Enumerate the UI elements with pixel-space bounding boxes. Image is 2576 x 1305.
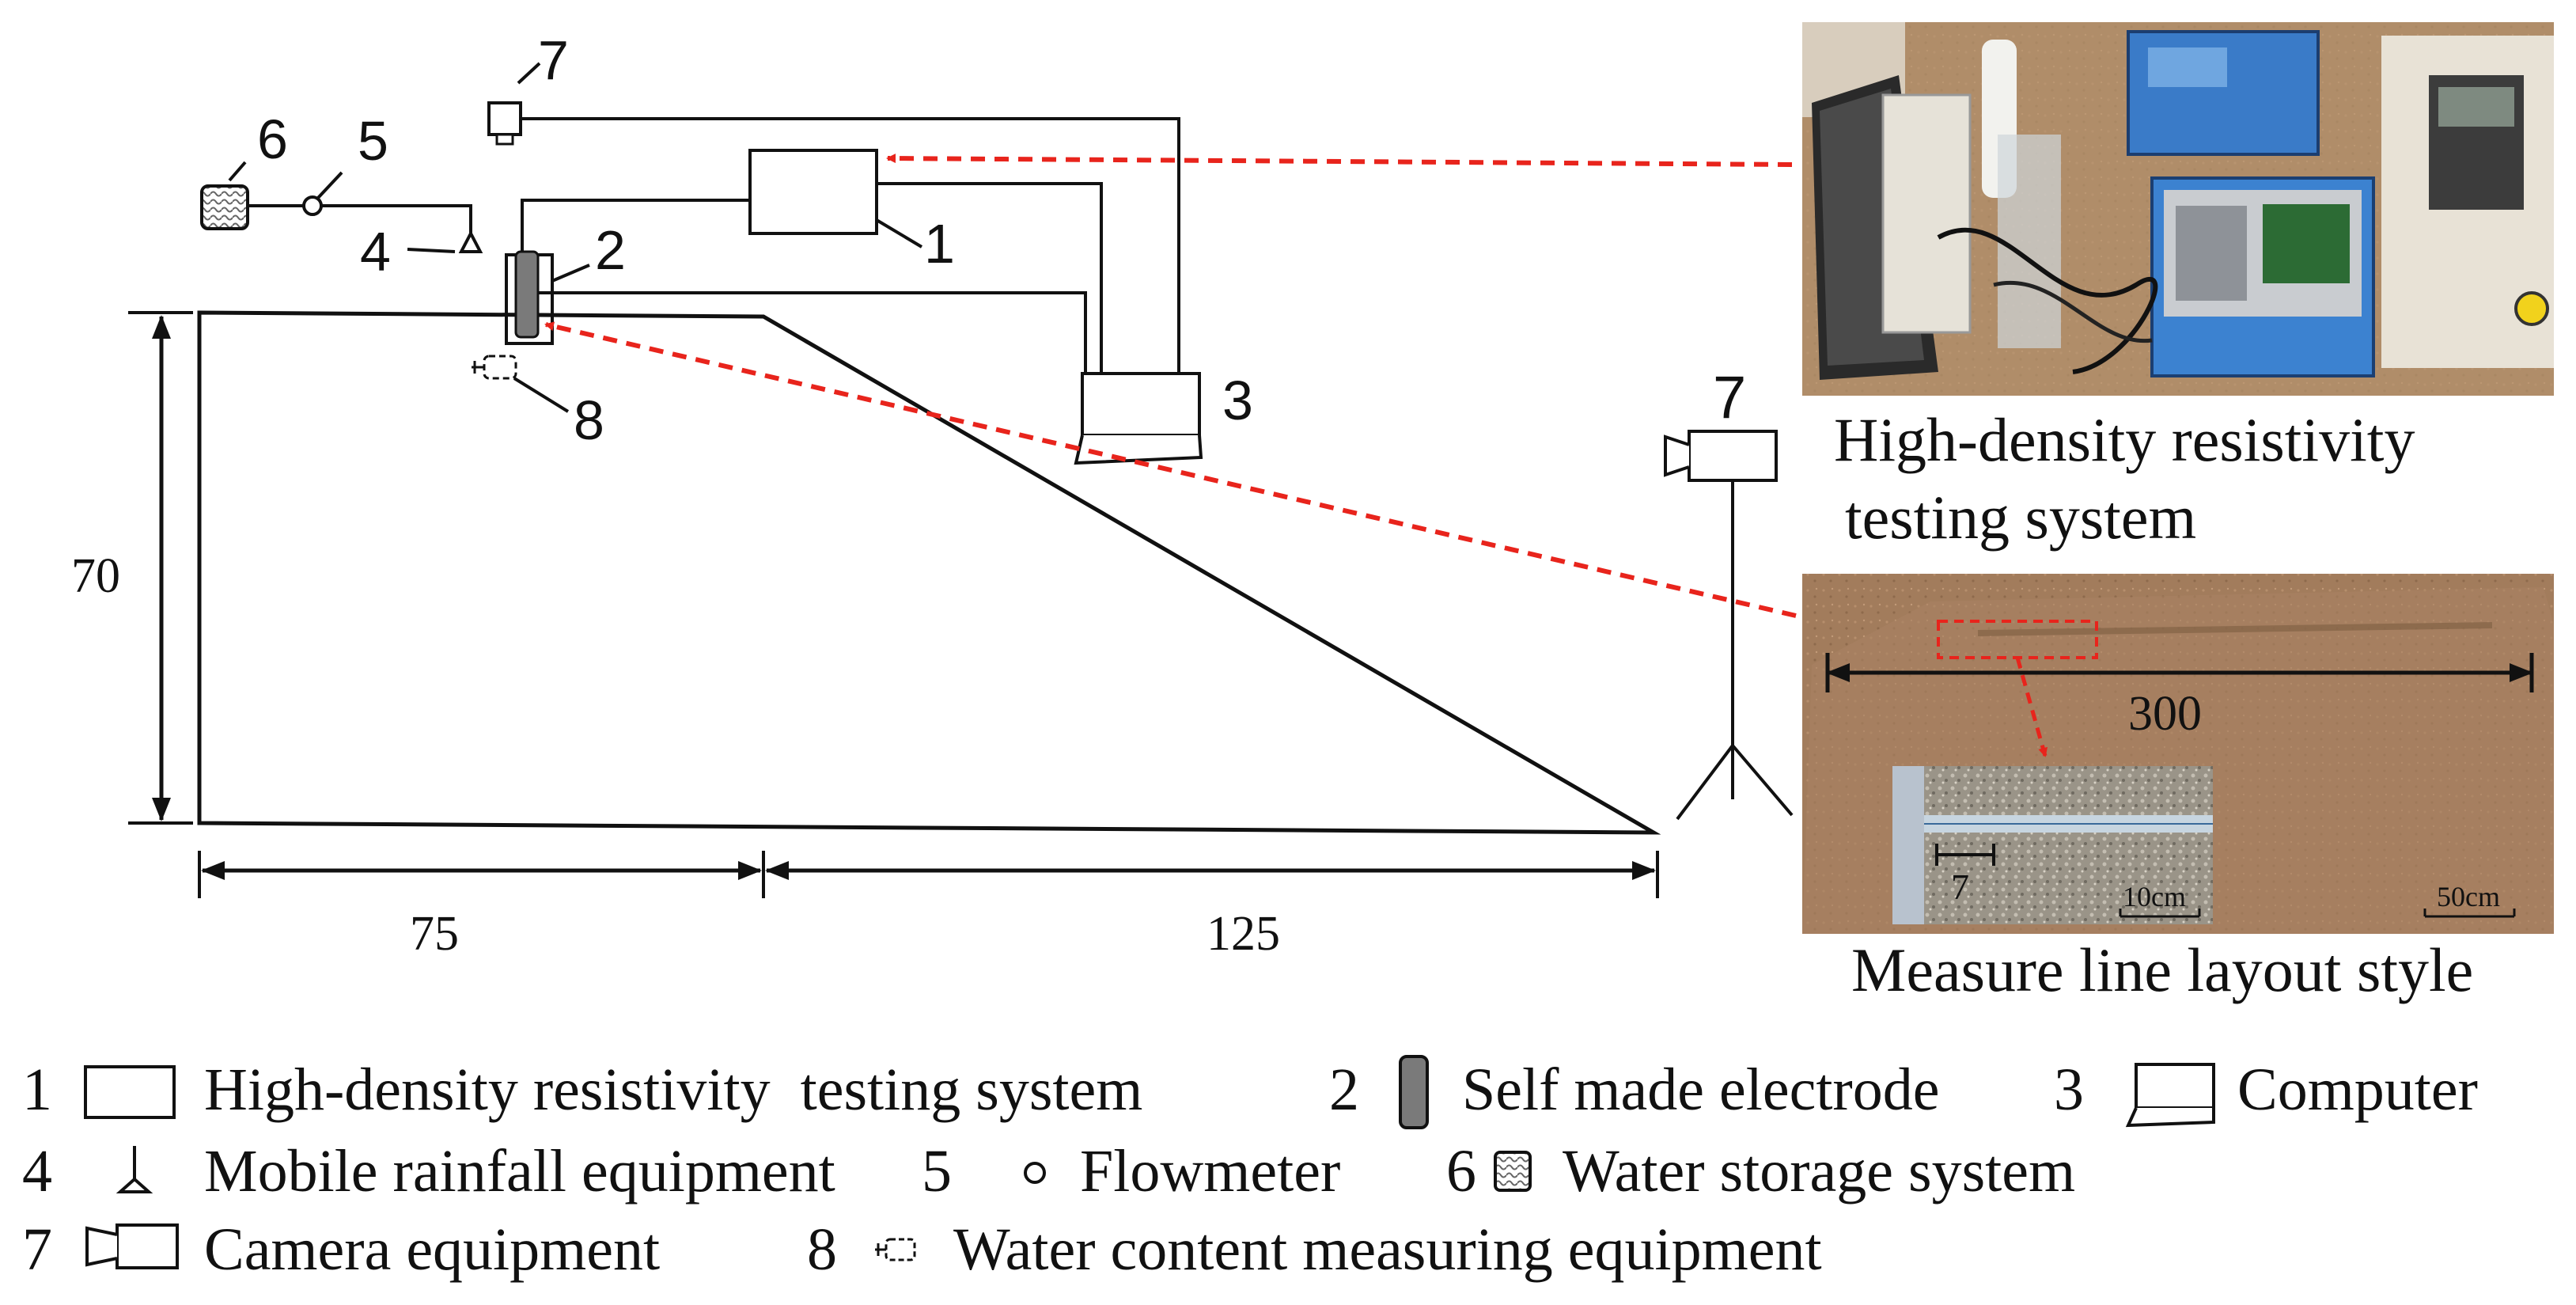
top-camera-icon: 7: [487, 29, 569, 146]
callout-7-camera: 7: [1713, 364, 1746, 431]
height-dimension: 70: [71, 311, 193, 825]
electrode-icon: 2: [505, 219, 626, 345]
callout-7-top: 7: [538, 29, 569, 91]
legend-label-5: Flowmeter: [1080, 1138, 1340, 1204]
inset-scale-label: 10cm: [2123, 881, 2186, 912]
length-dimension: 75 125: [198, 851, 1659, 961]
callout-5: 5: [358, 110, 388, 172]
rectangle-icon: [84, 1065, 176, 1119]
electrode-legend-icon: [1399, 1055, 1429, 1129]
legend-num-6: 6: [1446, 1138, 1476, 1204]
measure-line-photo: 300 7 10cm 50cm: [1802, 574, 2554, 934]
callout-3: 3: [1222, 370, 1253, 431]
electrode-inset-photo: 7 10cm: [1892, 766, 2213, 924]
flowmeter-legend-icon: [1024, 1162, 1046, 1184]
legend-label-1: High-density resistivity testing system: [204, 1057, 1142, 1123]
water-storage-legend-icon: [1494, 1151, 1532, 1192]
testing-system-caption-line1: High-density resistivity: [1834, 405, 2415, 474]
legend-num-4: 4: [22, 1138, 52, 1204]
legend-label-3: Computer: [2237, 1057, 2478, 1123]
legend-num-5: 5: [922, 1138, 952, 1204]
callout-6: 6: [257, 108, 288, 170]
testing-system-caption-line2: testing system: [1845, 483, 2196, 552]
rainfall-nozzle-icon: 4: [360, 221, 483, 283]
tripod-camera-icon: 7: [1664, 364, 1794, 821]
measure-line-caption: Measure line layout style: [1851, 935, 2473, 1004]
callout-4: 4: [360, 221, 391, 283]
testing-system-box: 1: [748, 149, 955, 275]
legend-label-6: Water storage system: [1563, 1138, 2075, 1204]
wiring: [313, 117, 1180, 374]
photo-scale-label: 50cm: [2437, 881, 2500, 912]
moisture-sensor-legend-icon: [875, 1238, 916, 1261]
flowmeter-icon: 5: [302, 110, 388, 216]
testing-system-photo: [1802, 22, 2554, 396]
camera-legend-icon: [85, 1223, 179, 1269]
legend-num-2: 2: [1329, 1057, 1359, 1123]
legend-num-8: 8: [807, 1216, 837, 1283]
rainfall-legend-icon: [116, 1146, 153, 1193]
legend-num-3: 3: [2054, 1057, 2084, 1123]
top-length-label: 75: [410, 907, 459, 961]
slope-model: [197, 310, 1661, 835]
legend-label-2: Self made electrode: [1462, 1057, 1939, 1123]
legend-label-8: Water content measuring equipment: [953, 1216, 1822, 1283]
slope-outline: [197, 310, 1661, 835]
height-label: 70: [71, 549, 120, 603]
callout-8: 8: [574, 389, 604, 451]
legend: 1 High-density resistivity testing syste…: [22, 1055, 2478, 1283]
electrode-spacing-label: 7: [1951, 867, 1969, 907]
water-storage-icon: 6: [200, 108, 288, 230]
callout-1: 1: [924, 213, 955, 275]
photo-link-arrows: [544, 154, 1797, 618]
legend-label-7: Camera equipment: [204, 1216, 660, 1283]
computer-legend-icon: [2125, 1063, 2215, 1128]
moisture-sensor-icon: 8: [472, 355, 604, 451]
slope-length-label: 125: [1207, 907, 1280, 961]
callout-2: 2: [595, 219, 626, 281]
legend-label-4: Mobile rainfall equipment: [204, 1138, 835, 1204]
computer-icon: 3: [1074, 370, 1253, 465]
legend-num-1: 1: [22, 1057, 52, 1123]
line-length-label: 300: [2128, 687, 2202, 741]
legend-num-7: 7: [22, 1216, 52, 1283]
